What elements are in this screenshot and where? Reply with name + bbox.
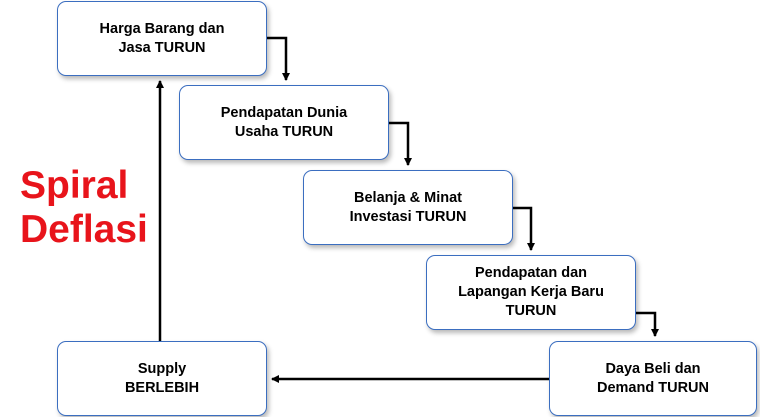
box-daya-beli-text: Daya Beli dan Demand TURUN — [597, 360, 709, 398]
box-pendapatan-dunia-usaha: Pendapatan Dunia Usaha TURUN — [179, 85, 389, 160]
box-harga-barang: Harga Barang dan Jasa TURUN — [57, 1, 267, 76]
box-supply-berlebih-text: Supply BERLEBIH — [125, 360, 199, 398]
box-belanja-investasi: Belanja & Minat Investasi TURUN — [303, 170, 513, 245]
arrow-belanja-to-pendapatan-kerja — [513, 206, 535, 251]
box-pendapatan-dunia-usaha-line-1: Pendapatan Dunia — [220, 104, 348, 121]
title-line-2: Deflasi — [20, 208, 148, 251]
box-supply-berlebih-line-1: Supply — [137, 360, 187, 377]
box-daya-beli: Daya Beli dan Demand TURUN — [549, 341, 757, 416]
arrow-pendapatan-usaha-to-belanja — [389, 121, 412, 166]
diagram-title: Spiral Deflasi — [20, 164, 148, 252]
box-pendapatan-lapangan-kerja: Pendapatan dan Lapangan Kerja Baru TURUN — [426, 255, 636, 330]
box-daya-beli-line-1: Daya Beli dan — [605, 360, 701, 377]
arrow-harga-to-pendapatan-usaha — [267, 36, 290, 81]
box-supply-berlebih-line-2: BERLEBIH — [124, 379, 200, 396]
title-line-1: Spiral — [20, 164, 129, 207]
box-harga-barang-line-2: Jasa TURUN — [118, 39, 206, 56]
box-pendapatan-dunia-usaha-text: Pendapatan Dunia Usaha TURUN — [221, 104, 348, 142]
box-pendapatan-lapangan-kerja-text: Pendapatan dan Lapangan Kerja Baru TURUN — [458, 264, 604, 321]
box-harga-barang-text: Harga Barang dan Jasa TURUN — [100, 20, 225, 58]
box-belanja-investasi-line-1: Belanja & Minat — [354, 189, 462, 206]
box-belanja-investasi-text: Belanja & Minat Investasi TURUN — [350, 189, 467, 227]
box-pendapatan-lapangan-kerja-line-3: TURUN — [505, 303, 557, 319]
box-pendapatan-lapangan-kerja-line-1: Pendapatan dan — [475, 265, 587, 281]
box-daya-beli-line-2: Demand TURUN — [597, 379, 709, 396]
box-supply-berlebih: Supply BERLEBIH — [57, 341, 267, 416]
box-pendapatan-dunia-usaha-line-2: Usaha TURUN — [234, 123, 334, 140]
arrow-pendapatan-kerja-to-daya-beli — [636, 311, 659, 337]
box-pendapatan-lapangan-kerja-line-2: Lapangan Kerja Baru — [458, 284, 604, 300]
box-harga-barang-line-1: Harga Barang dan — [99, 20, 225, 37]
box-belanja-investasi-line-2: Investasi TURUN — [349, 208, 467, 225]
